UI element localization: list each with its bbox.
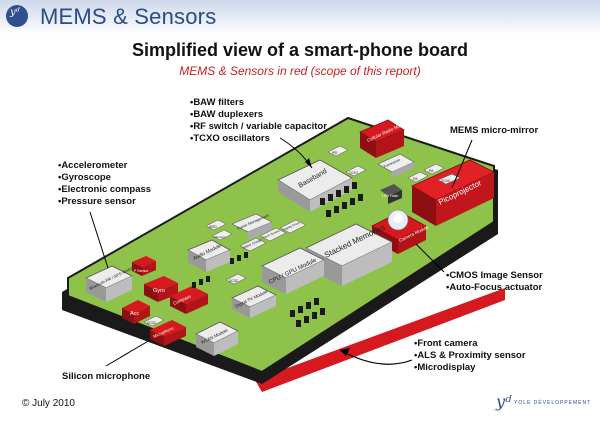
svg-text:PA: PA bbox=[413, 177, 418, 181]
chip-touch-screen: Touch Screen bbox=[259, 227, 287, 242]
connector-microphone bbox=[105, 339, 151, 367]
chip-pa-2: PA bbox=[423, 163, 445, 175]
chip-dcdc-left: DCDC bbox=[143, 315, 165, 327]
chip-gyro: Gyro bbox=[144, 276, 178, 302]
header-title: MEMS & Sensors bbox=[40, 4, 217, 29]
svg-text:DCDC: DCDC bbox=[229, 279, 239, 283]
chip-p-sensor: P Sensor bbox=[132, 256, 156, 276]
callout-sensors: •Accelerometer •Gyroscope •Electronic co… bbox=[58, 160, 152, 207]
chip-led-flash: LED Flash bbox=[380, 184, 402, 204]
chip-ipd: IPD bbox=[327, 145, 349, 157]
chip-wlan: WLAN Module bbox=[195, 321, 239, 356]
acc-label: Acc bbox=[130, 311, 139, 317]
chip-dcdc-top: DCDC bbox=[437, 173, 461, 185]
svg-text:PA: PA bbox=[429, 169, 434, 173]
callout-front-camera: •Front camera •ALS & Proximity sensor •M… bbox=[414, 338, 526, 373]
chip-cellular-radio: Cellular Radio Module bbox=[359, 119, 409, 158]
callout-rf-components: •BAW filters •BAW duplexers •RF switch /… bbox=[190, 97, 327, 144]
callout-cmos: •CMOS Image Sensor •Auto-Focus actuator bbox=[446, 270, 543, 293]
connector-front-arrow bbox=[339, 349, 413, 365]
svg-text:Touch Screen: Touch Screen bbox=[262, 229, 281, 240]
svg-text:Transceiver: Transceiver bbox=[383, 158, 402, 169]
led-flash-label: LED Flash bbox=[382, 194, 398, 198]
chip-digital-tv: Digital TV Module bbox=[231, 285, 277, 318]
small-components-row-3 bbox=[192, 252, 248, 288]
callout-micromirror: MEMS micro-mirror bbox=[450, 125, 539, 136]
chip-baseband: Baseband bbox=[277, 159, 353, 212]
chip-cpu-gpu: CPU / GPU Module bbox=[261, 247, 325, 294]
svg-text:IDRD: IDRD bbox=[209, 225, 217, 229]
chip-acc: Acc bbox=[122, 300, 150, 324]
connector-cmos bbox=[415, 243, 445, 273]
chip-tcxo: TCXO bbox=[345, 165, 367, 177]
connector-micromirror bbox=[451, 139, 473, 189]
page-subtitle: MEMS & Sensors in red (scope of this rep… bbox=[179, 64, 421, 78]
board-red-edge bbox=[255, 288, 505, 392]
chip-memory: Memory bbox=[211, 229, 233, 241]
small-components-row-2 bbox=[290, 298, 325, 327]
chip-transceiver: Transceiver bbox=[377, 153, 415, 178]
chip-display-driver: Display Driver bbox=[279, 219, 307, 234]
footer-company: YOLE DÉVELOPPEMENT bbox=[514, 400, 592, 406]
connector-sensors bbox=[89, 211, 109, 269]
callout-microphone: Silicon microphone bbox=[62, 371, 151, 382]
chip-idrd: IDRD bbox=[205, 219, 227, 231]
page-title: Simplified view of a smart-phone board bbox=[131, 40, 469, 60]
svg-text:DCDC: DCDC bbox=[441, 179, 451, 183]
yole-footer-icon: yᵈ bbox=[496, 392, 512, 411]
yole-logo-icon: yᵈ bbox=[6, 5, 28, 27]
chip-pa-1: PA bbox=[407, 171, 429, 183]
svg-text:DCDC: DCDC bbox=[147, 321, 157, 325]
small-components-row-1 bbox=[320, 182, 363, 217]
chip-dcdc-mid: DCDC bbox=[225, 273, 247, 285]
svg-text:Display Driver: Display Driver bbox=[282, 221, 301, 232]
svg-text:Memory: Memory bbox=[214, 235, 225, 239]
gyro-label: Gyro bbox=[153, 288, 165, 294]
chip-audio: Audio Module bbox=[187, 239, 231, 272]
svg-text:IPD: IPD bbox=[332, 151, 338, 155]
footer-date: © July 2010 bbox=[22, 398, 75, 409]
svg-text:TCXO: TCXO bbox=[349, 171, 358, 175]
header-band bbox=[0, 0, 600, 34]
svg-text:P Sensor: P Sensor bbox=[134, 269, 149, 273]
chip-bluetooth: Bluetooth FM / GPS Module bbox=[85, 264, 136, 302]
board-surface bbox=[67, 116, 495, 374]
chip-microphone: Microphone bbox=[150, 320, 186, 346]
chip-compass: Compass bbox=[170, 286, 208, 314]
footer-logo: yᵈ YOLE DÉVELOPPEMENT bbox=[496, 392, 596, 414]
